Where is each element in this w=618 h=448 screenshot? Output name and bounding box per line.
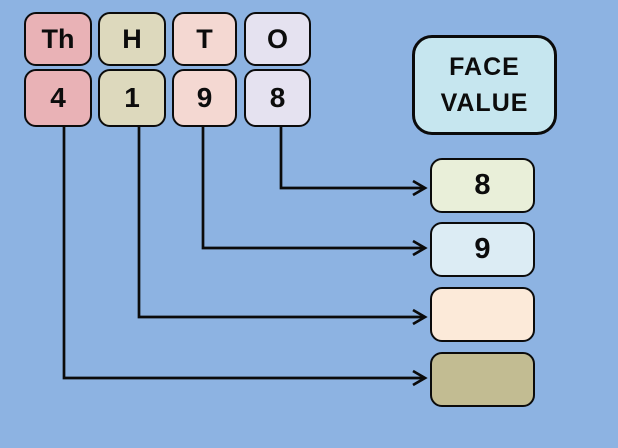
place-header-ones: O	[244, 12, 311, 66]
arrowhead-hundreds	[412, 308, 428, 326]
digit-label: 8	[269, 82, 286, 113]
place-header-tens: T	[172, 12, 237, 66]
digit-box-thousands: 4	[24, 69, 92, 127]
arrow-ones	[279, 126, 424, 190]
place-header-label: O	[266, 23, 288, 54]
arrowhead-tens	[412, 239, 428, 257]
arrow-hundreds	[137, 126, 424, 319]
place-header-label: H	[122, 23, 142, 54]
arrow-thousands	[62, 126, 424, 380]
arrow-tens	[201, 126, 424, 250]
digit-box-hundreds: 1	[98, 69, 166, 127]
answer-box-thousands	[430, 352, 535, 407]
answer-value: 9	[474, 233, 491, 265]
digit-label: 1	[124, 82, 140, 113]
face-value-title-line2: VALUE	[440, 89, 529, 117]
place-header-label: T	[196, 23, 213, 54]
digit-box-ones: 8	[244, 69, 311, 127]
arrowhead-thousands	[412, 369, 428, 387]
answer-box-ones: 8	[430, 158, 535, 213]
place-header-hundreds: H	[98, 12, 166, 66]
place-header-label: Th	[41, 23, 75, 54]
face-value-title-line1: FACE	[449, 53, 520, 81]
arrowhead-ones	[412, 179, 428, 197]
face-value-title-box: FACE VALUE	[412, 35, 557, 135]
answer-box-tens: 9	[430, 222, 535, 277]
digit-label: 9	[196, 82, 213, 113]
digit-box-tens: 9	[172, 69, 237, 127]
answer-value: 8	[474, 169, 491, 201]
place-header-thousands: Th	[24, 12, 92, 66]
digit-label: 4	[50, 82, 66, 113]
answer-box-hundreds	[430, 287, 535, 342]
